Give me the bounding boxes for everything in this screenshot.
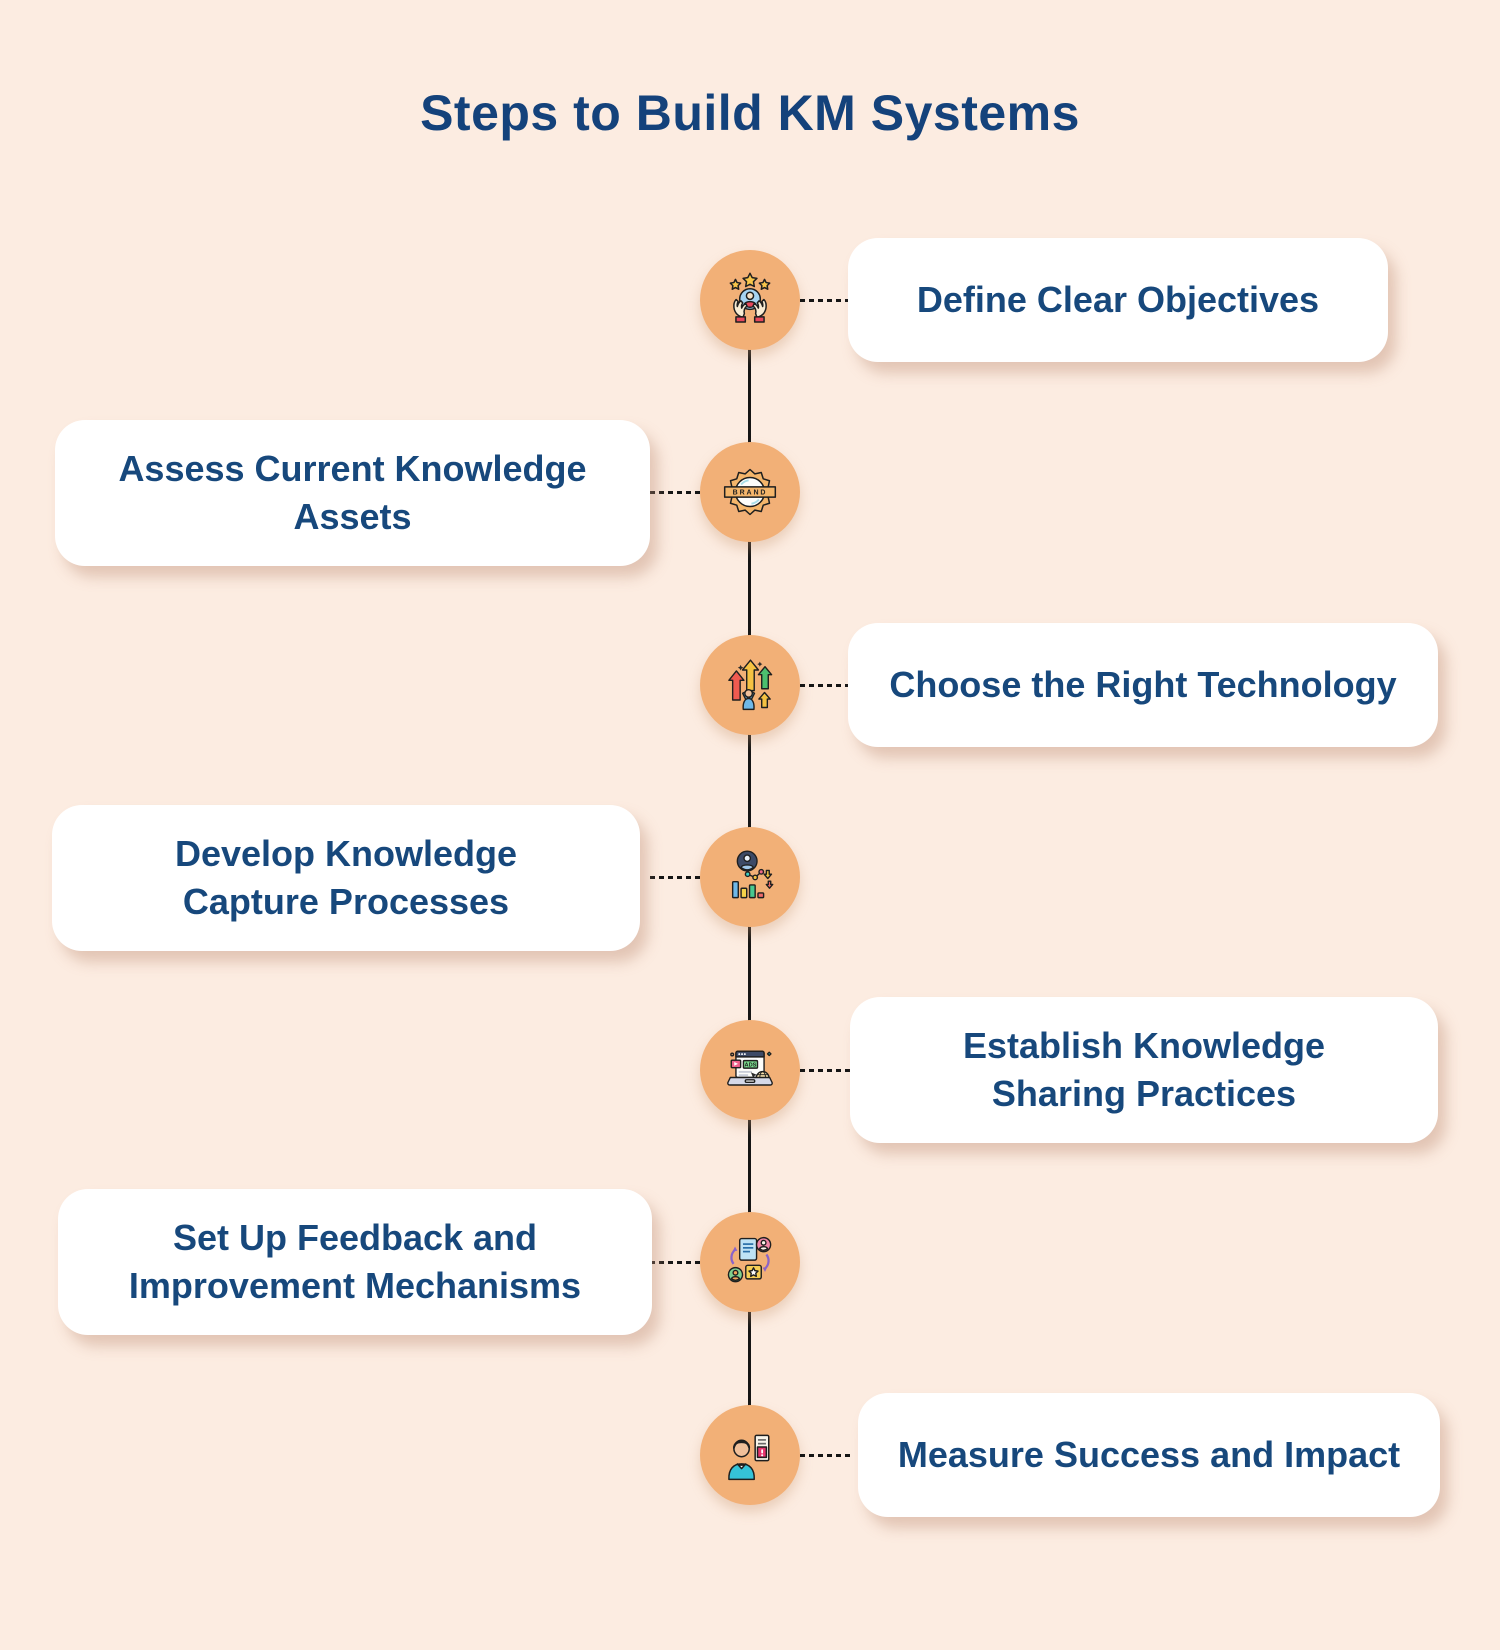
connector-line-3 [800, 684, 850, 687]
step-node-1 [700, 250, 800, 350]
brand-badge-icon: BRAND [720, 462, 780, 522]
step-label-7: Measure Success and Impact [897, 1434, 1401, 1476]
step-node-7 [700, 1405, 800, 1505]
person-analytics-chart-icon [720, 847, 780, 907]
connector-line-7 [800, 1454, 850, 1457]
connector-line-4 [650, 876, 700, 879]
step-card-6: Set Up Feedback and Improvement Mechanis… [58, 1189, 652, 1335]
step-node-6 [700, 1212, 800, 1312]
step-card-2: Assess Current Knowledge Assets [55, 420, 650, 566]
laptop-ads-globe-icon: ADS [720, 1040, 780, 1100]
step-label-5: Establish Knowledge Sharing Practices [962, 1025, 1326, 1114]
svg-text:BRAND: BRAND [733, 490, 768, 497]
step-label-6: Set Up Feedback and Improvement Mechanis… [128, 1217, 582, 1306]
hands-holding-user-stars-icon [720, 270, 780, 330]
step-node-3 [700, 635, 800, 735]
step-card-1: Define Clear Objectives [848, 238, 1388, 362]
step-card-3: Choose the Right Technology [848, 623, 1438, 747]
connector-line-5 [800, 1069, 850, 1072]
step-label-3: Choose the Right Technology [889, 664, 1397, 706]
step-card-4: Develop Knowledge Capture Processes [52, 805, 640, 951]
svg-text:ADS: ADS [745, 1062, 757, 1068]
step-label-4: Develop Knowledge Capture Processes [174, 833, 518, 922]
step-node-5: ADS [700, 1020, 800, 1120]
person-report-alert-icon [720, 1425, 780, 1485]
step-node-2: BRAND [700, 442, 800, 542]
connector-line-6 [650, 1261, 700, 1264]
step-node-4 [700, 827, 800, 927]
connector-line-2 [650, 491, 700, 494]
step-label-2: Assess Current Knowledge Assets [118, 448, 587, 537]
connector-line-1 [800, 299, 850, 302]
feedback-loop-icon [720, 1232, 780, 1292]
step-card-7: Measure Success and Impact [858, 1393, 1440, 1517]
step-label-1: Define Clear Objectives [916, 279, 1320, 321]
step-card-5: Establish Knowledge Sharing Practices [850, 997, 1438, 1143]
growth-arrows-person-icon [720, 655, 780, 715]
page-title: Steps to Build KM Systems [420, 85, 1080, 141]
